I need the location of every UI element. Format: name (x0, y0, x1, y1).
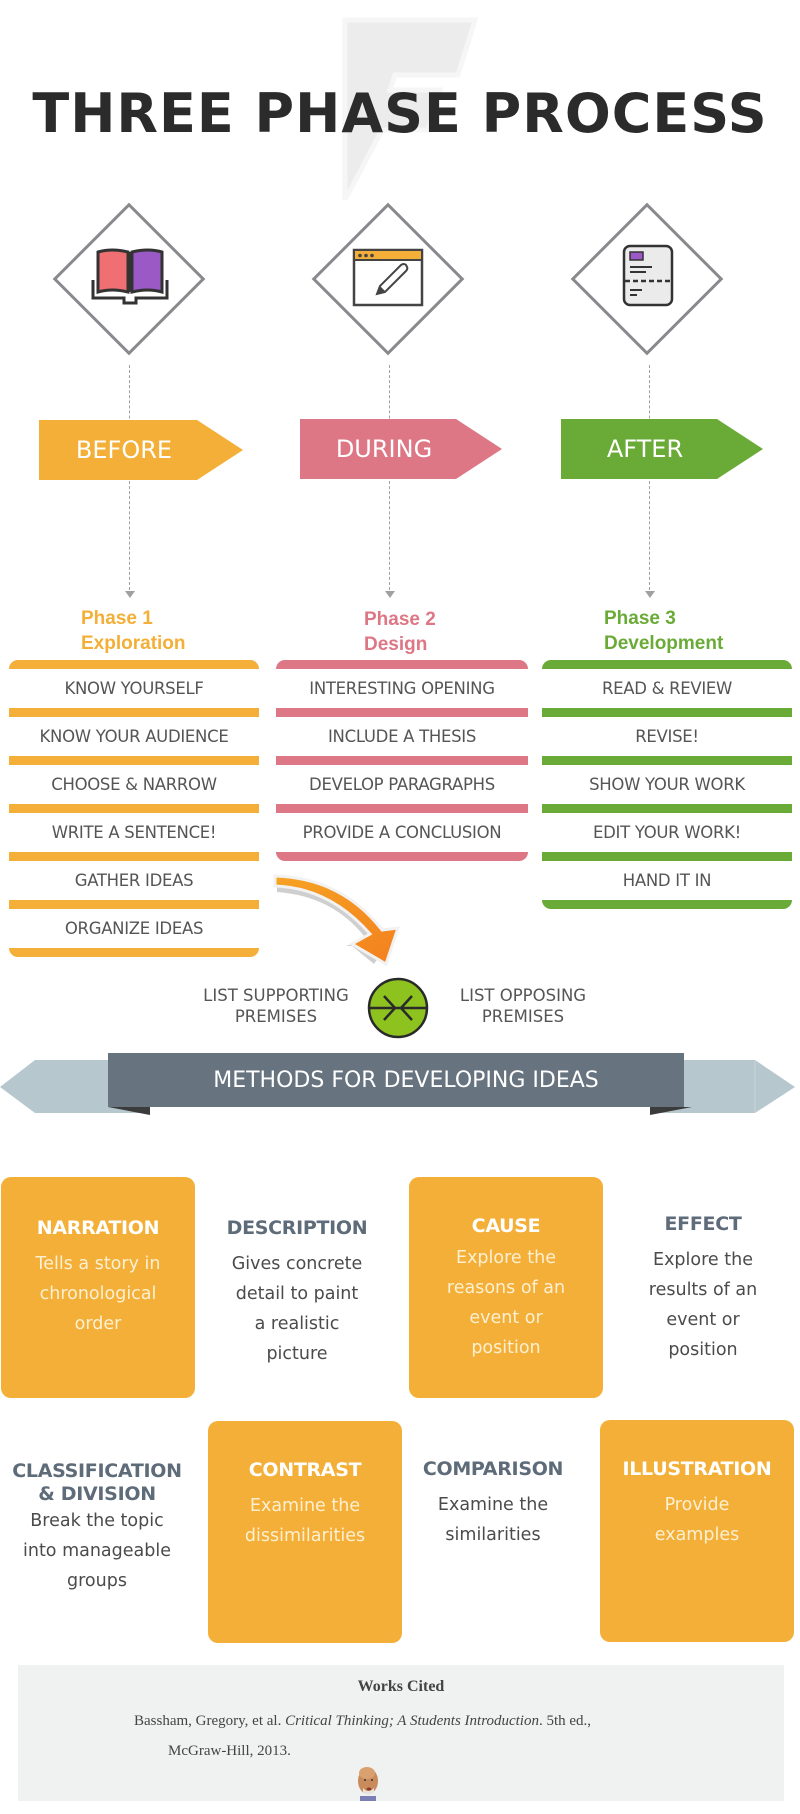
list-item: READ & REVIEW (601, 679, 733, 698)
method-desc-line: Break the topic (30, 1511, 164, 1531)
phase-2-heading: Phase 2 Design (364, 609, 436, 655)
method-desc-line: results of an (648, 1280, 758, 1300)
connector-arrowhead-2 (385, 591, 395, 598)
list-item: WRITE A SENTENCE! (51, 823, 217, 842)
list-item: CHOOSE & NARROW (51, 775, 217, 794)
list-item: INTERESTING OPENING (309, 679, 495, 698)
works-cited-panel: Works Cited Bassham, Gregory, et al. Cri… (18, 1665, 784, 1801)
method-desc-line: into manageable (22, 1541, 171, 1561)
list-item: PROVIDE A CONCLUSION (302, 823, 502, 842)
citation-book-title: Critical Thinking; A Students Introducti… (285, 1713, 539, 1729)
method-desc-line: detail to paint (235, 1284, 359, 1304)
phase-1-heading: Phase 1 Exploration (81, 608, 186, 654)
method-card-cause: CAUSE Explore the reasons of an event or… (409, 1177, 603, 1398)
phase-2-list: INTERESTING OPENING INCLUDE A THESIS DEV… (276, 660, 528, 861)
method-title: CAUSE (471, 1215, 541, 1237)
method-desc-line: chronological (39, 1284, 157, 1304)
connector-arrowhead-3 (645, 591, 655, 598)
background-logo-icon (342, 17, 479, 200)
method-desc-line: Examine the (249, 1496, 361, 1516)
method-desc-line: Explore the (653, 1250, 753, 1270)
avatar (358, 1767, 378, 1801)
phase-1-list: KNOW YOURSELF KNOW YOUR AUDIENCE CHOOSE … (9, 660, 259, 957)
curved-arrow-icon (273, 874, 401, 967)
supporting-premises-label: LIST SUPPORTING PREMISES (203, 986, 349, 1026)
document-icon (622, 244, 674, 307)
ribbon-right-tail (650, 1060, 795, 1115)
method-desc-line: position (471, 1338, 541, 1358)
method-card-illustration: ILLUSTRATION Provide examples (600, 1420, 794, 1642)
method-title-line: CLASSIFICATION (12, 1460, 182, 1482)
method-desc-line: Tells a story in (35, 1254, 161, 1274)
method-desc-line: picture (266, 1344, 328, 1364)
citation-edition: . 5th ed., (538, 1713, 592, 1729)
method-title: CONTRAST (248, 1459, 362, 1481)
browser-pencil-icon (352, 248, 424, 307)
method-card-narration: NARRATION Tells a story in chronological… (1, 1177, 195, 1398)
method-desc-line: Examine the (437, 1495, 549, 1515)
open-book-icon (91, 248, 169, 305)
method-card-effect: EFFECT Explore the results of an event o… (606, 1177, 800, 1398)
during-arrow-label: DURING (300, 419, 456, 479)
during-arrow: DURING (300, 419, 502, 479)
list-item: REVISE! (635, 727, 699, 746)
method-card-classification: CLASSIFICATION & DIVISION Break the topi… (0, 1420, 194, 1640)
method-desc-line: reasons of an (446, 1278, 566, 1298)
list-item: KNOW YOUR AUDIENCE (39, 727, 229, 746)
method-desc-line: dissimilarities (244, 1526, 366, 1546)
method-title: COMPARISON (422, 1458, 564, 1480)
list-item: DEVELOP PARAGRAPHS (309, 775, 495, 794)
connector-arrowhead-1 (125, 591, 135, 598)
page-title: THREE PHASE PROCESS (32, 82, 768, 145)
method-title: EFFECT (664, 1213, 742, 1235)
method-title: ILLUSTRATION (622, 1458, 772, 1480)
method-desc-line: Explore the (456, 1248, 556, 1268)
list-item: INCLUDE A THESIS (327, 727, 476, 746)
list-item: HAND IT IN (622, 871, 712, 890)
method-desc-line: groups (67, 1571, 127, 1591)
method-desc-line: event or (469, 1308, 543, 1328)
list-item: SHOW YOUR WORK (589, 775, 745, 794)
after-arrow-label: AFTER (561, 419, 717, 479)
method-desc-line: Provide (664, 1495, 730, 1515)
method-card-contrast: CONTRAST Examine the dissimilarities (208, 1421, 402, 1643)
method-title: NARRATION (36, 1217, 160, 1239)
method-card-description: DESCRIPTION Gives concrete detail to pai… (200, 1177, 394, 1398)
list-item: ORGANIZE IDEAS (64, 919, 204, 938)
before-arrow-label: BEFORE (39, 420, 197, 480)
method-card-comparison: COMPARISON Examine the similarities (396, 1420, 590, 1642)
before-arrow: BEFORE (39, 420, 243, 480)
method-desc-line: event or (666, 1310, 740, 1330)
method-title-line: & DIVISION (38, 1483, 156, 1505)
list-item: EDIT YOUR WORK! (593, 823, 741, 842)
merge-arrows-icon (367, 977, 429, 1039)
phase-3-list: READ & REVIEW REVISE! SHOW YOUR WORK EDI… (542, 660, 792, 909)
method-desc-line: Gives concrete (231, 1254, 363, 1274)
list-item: KNOW YOURSELF (64, 679, 204, 698)
citation-publisher: McGraw-Hill, 2013. (168, 1743, 291, 1759)
opposing-premises-label: LIST OPPOSING PREMISES (459, 986, 587, 1026)
method-desc-line: position (668, 1340, 738, 1360)
list-item: GATHER IDEAS (74, 871, 194, 890)
after-arrow: AFTER (561, 419, 763, 479)
works-cited-heading: Works Cited (357, 1678, 445, 1695)
method-title: DESCRIPTION (226, 1217, 368, 1239)
method-desc-line: a realistic (254, 1314, 340, 1334)
phase-3-heading: Phase 3 Development (604, 608, 724, 654)
method-desc-line: similarities (445, 1525, 541, 1545)
citation-line-1: Bassham, Gregory, et al. Critical Thinki… (134, 1713, 591, 1730)
method-desc-line: examples (654, 1525, 740, 1545)
methods-banner: METHODS FOR DEVELOPING IDEAS (108, 1053, 684, 1107)
citation-author: Bassham, Gregory, et al. (134, 1713, 286, 1729)
method-desc-line: order (74, 1314, 122, 1334)
